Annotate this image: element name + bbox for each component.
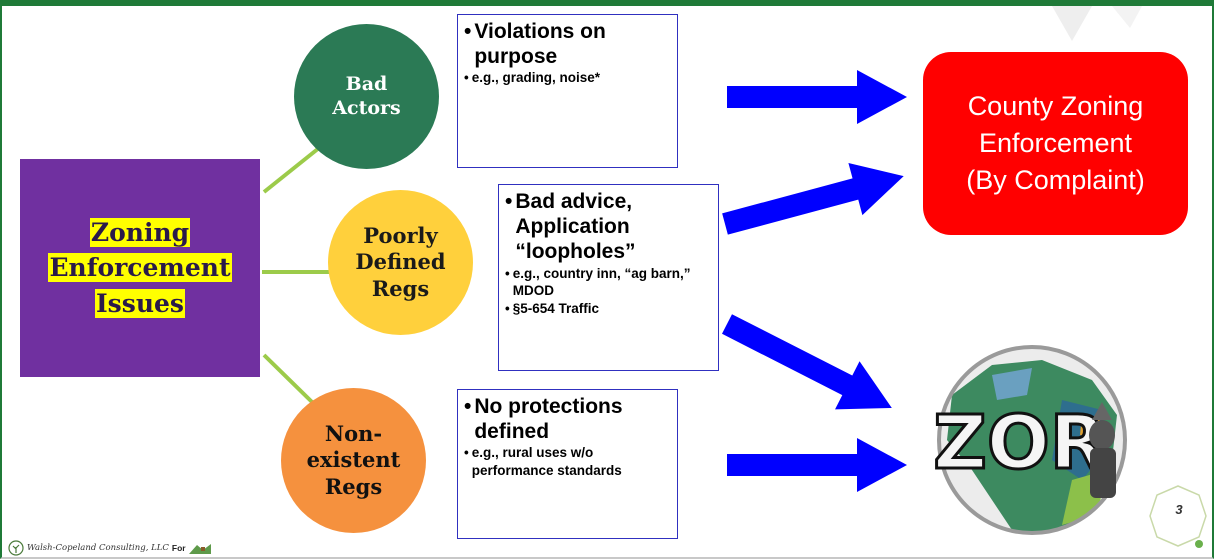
footer-logo: Walsh-Copeland Consulting, LLC For [8, 540, 211, 556]
arrow-right-icon [727, 70, 907, 124]
issues-title-line3: Issues [94, 288, 185, 318]
bad-actors-text-box: •Violations on purpose •e.g., grading, n… [457, 14, 678, 168]
bullet-item: •e.g., grading, noise* [464, 70, 601, 86]
county-zoning-enforcement-box: County Zoning Enforcement (By Complaint) [923, 52, 1188, 235]
enforcement-line1: County Zoning [967, 90, 1144, 121]
bullet-text: Bad advice, Application “loopholes” [515, 190, 636, 264]
arrow-down-right-icon [722, 314, 892, 410]
bullet-item: •Bad advice, Application “loopholes” [505, 189, 712, 265]
page-number-badge [1149, 485, 1207, 548]
nonexistent-regs-text-box: •No protections defined •e.g., rural use… [457, 389, 678, 539]
bullet-item: •§5-654 Traffic [505, 300, 600, 316]
circle-label-line1: Bad [345, 72, 388, 95]
bullet-text: e.g., country inn, “ag barn,” MDOD [512, 265, 691, 299]
bullet-item: •e.g., rural uses w/o performance standa… [464, 444, 671, 479]
issues-title-line2: Enforcement [48, 253, 232, 283]
circle-label-line1: Poorly [363, 223, 438, 249]
bullet-item: •No protections defined [464, 394, 671, 444]
connector-bad-actors [262, 142, 326, 194]
issues-title: Zoning Enforcement Issues [48, 215, 232, 322]
circle-label-line2: existent [306, 447, 401, 473]
circle-label-line2: Defined [355, 249, 446, 275]
knight-icon [1089, 402, 1116, 498]
enforcement-line2: Enforcement [978, 127, 1133, 158]
tree-logo-icon [8, 540, 24, 556]
for-label: For [171, 543, 186, 553]
farm-logo-icon [188, 544, 211, 554]
bad-actors-circle: Bad Actors [294, 24, 439, 169]
bullet-text: Violations on purpose [474, 20, 606, 69]
poorly-defined-regs-circle: Poorly Defined Regs [328, 190, 473, 335]
enforcement-line3: (By Complaint) [966, 165, 1145, 196]
arrow-up-right-icon [722, 162, 904, 235]
zoning-enforcement-issues-box: Zoning Enforcement Issues [20, 159, 260, 377]
connector-lines [262, 142, 330, 404]
bullet-text: e.g., rural uses w/o performance standar… [471, 445, 622, 478]
zor-label: ZOR [933, 400, 1107, 486]
issues-title-line1: Zoning [89, 217, 191, 247]
connector-nonexistent [262, 353, 314, 404]
bullet-text: e.g., grading, noise* [471, 70, 601, 86]
nonexistent-regs-circle: Non- existent Regs [281, 388, 426, 533]
flow-arrows [722, 70, 907, 492]
zor-emblem: ZOR [932, 345, 1127, 535]
bullet-text: §5-654 Traffic [512, 300, 600, 316]
company-name: Walsh-Copeland Consulting, LLC [27, 543, 169, 553]
poorly-defined-regs-text-box: •Bad advice, Application “loopholes” •e.… [498, 184, 719, 371]
page-number: 3 [1175, 502, 1183, 517]
circle-label-line2: Actors [332, 96, 401, 119]
circle-label-line1: Non- [324, 421, 383, 447]
bullet-item: •e.g., country inn, “ag barn,” MDOD [505, 265, 712, 300]
arrow-right-icon [727, 438, 907, 492]
corner-decoration [1052, 6, 1142, 41]
circle-label-line3: Regs [324, 473, 383, 499]
bullet-item: •Violations on purpose [464, 19, 671, 69]
bullet-text: No protections defined [474, 395, 623, 444]
circle-label-line3: Regs [371, 275, 430, 301]
